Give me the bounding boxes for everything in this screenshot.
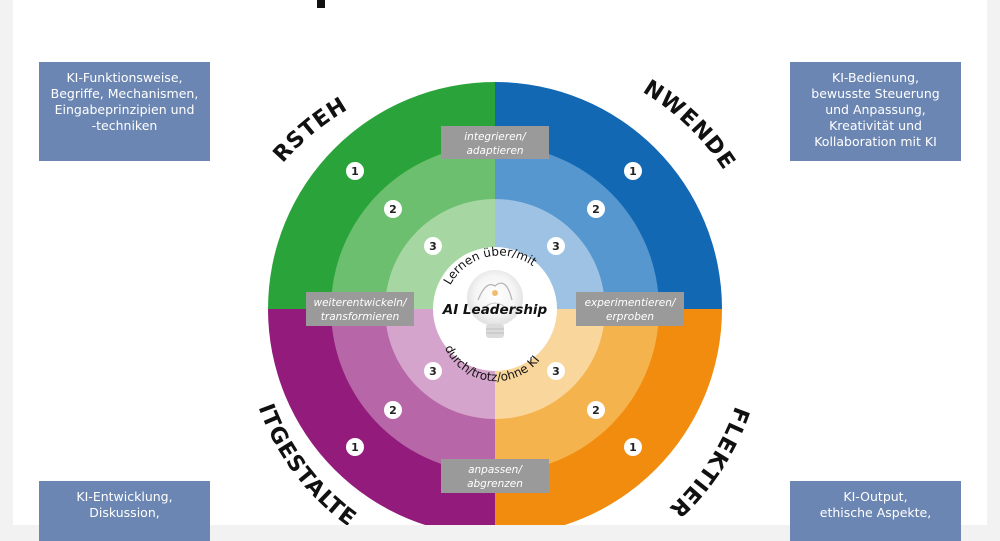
box-line: Eingabeprinzipien und bbox=[54, 102, 195, 117]
label-left: weiterentwickeln/ transformieren bbox=[306, 292, 414, 326]
box-line: ethische Aspekte, bbox=[819, 505, 932, 520]
svg-text:3: 3 bbox=[552, 365, 560, 378]
quadrant-title-verstehen: VERSTEHEN bbox=[0, 0, 352, 167]
box-line: -techniken bbox=[91, 118, 158, 133]
badge-verstehen-1: 1 bbox=[346, 162, 364, 180]
svg-text:1: 1 bbox=[629, 441, 637, 454]
badge-reflektieren-3: 3 bbox=[547, 362, 565, 380]
box-anwenden-description: KI-Bedienung, bewusste Steuerung und Anp… bbox=[790, 62, 961, 161]
svg-text:1: 1 bbox=[351, 165, 359, 178]
label-line: anpassen/ bbox=[468, 464, 523, 476]
box-line: bewusste Steuerung bbox=[811, 86, 940, 101]
box-line: KI-Funktionsweise, bbox=[66, 70, 183, 85]
svg-text:2: 2 bbox=[592, 404, 600, 417]
badge-mitgestalten-1: 1 bbox=[346, 438, 364, 456]
badge-verstehen-2: 2 bbox=[384, 200, 402, 218]
label-bottom: anpassen/ abgrenzen bbox=[441, 459, 549, 493]
svg-text:1: 1 bbox=[351, 441, 359, 454]
box-line: KI-Output, bbox=[843, 489, 908, 504]
box-line: Kreativität und bbox=[829, 118, 922, 133]
svg-text:3: 3 bbox=[429, 240, 437, 253]
box-verstehen-description: KI-Funktionsweise, Begriffe, Mechanismen… bbox=[39, 62, 210, 161]
badge-anwenden-2: 2 bbox=[587, 200, 605, 218]
lightbulb-icon bbox=[467, 270, 523, 338]
label-line: transformieren bbox=[321, 311, 399, 323]
svg-text:3: 3 bbox=[429, 365, 437, 378]
badge-mitgestalten-2: 2 bbox=[384, 401, 402, 419]
box-line: Diskussion, bbox=[89, 505, 160, 520]
circular-model: Lernen über/mit AI Leadership durch/trot… bbox=[0, 0, 752, 525]
label-line: experimentieren/ bbox=[585, 297, 677, 309]
label-line: integrieren/ bbox=[464, 131, 527, 143]
box-line: KI-Bedienung, bbox=[832, 70, 919, 85]
title-fragment bbox=[317, 0, 325, 8]
svg-text:2: 2 bbox=[389, 203, 397, 216]
box-line: und Anpassung, bbox=[825, 102, 926, 117]
label-line: erproben bbox=[606, 311, 654, 323]
badge-anwenden-1: 1 bbox=[624, 162, 642, 180]
label-right: experimentieren/ erproben bbox=[576, 292, 684, 326]
badge-anwenden-3: 3 bbox=[547, 237, 565, 255]
svg-text:1: 1 bbox=[629, 165, 637, 178]
box-line: Kollaboration mit KI bbox=[814, 134, 937, 149]
label-line: abgrenzen bbox=[467, 478, 523, 490]
center-title: AI Leadership bbox=[442, 302, 548, 318]
badge-reflektieren-1: 1 bbox=[624, 438, 642, 456]
svg-text:2: 2 bbox=[592, 203, 600, 216]
box-line: Begriffe, Mechanismen, bbox=[50, 86, 199, 101]
svg-text:2: 2 bbox=[389, 404, 397, 417]
badge-mitgestalten-3: 3 bbox=[424, 362, 442, 380]
label-top: integrieren/ adaptieren bbox=[441, 126, 549, 159]
badge-reflektieren-2: 2 bbox=[587, 401, 605, 419]
badge-verstehen-3: 3 bbox=[424, 237, 442, 255]
box-line: KI-Entwicklung, bbox=[76, 489, 173, 504]
label-line: adaptieren bbox=[466, 145, 523, 157]
ring-number-badges: 1 2 3 1 2 3 3 2 1 3 2 1 bbox=[346, 162, 642, 456]
label-line: weiterentwickeln/ bbox=[313, 297, 407, 309]
svg-text:3: 3 bbox=[552, 240, 560, 253]
